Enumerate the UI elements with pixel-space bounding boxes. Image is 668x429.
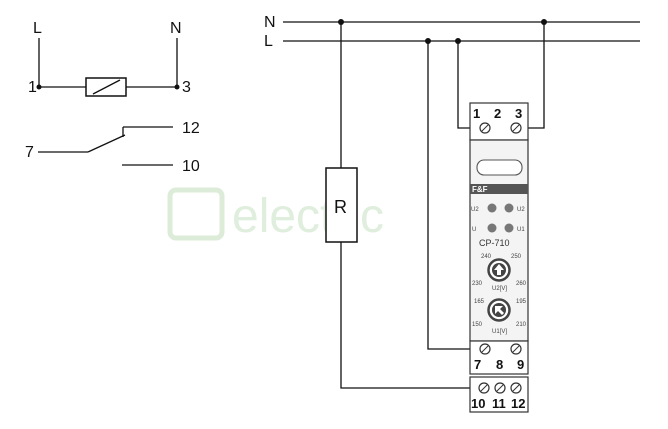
led-indicator xyxy=(504,203,514,213)
terminal-label-2: 2 xyxy=(494,106,501,121)
middle-screws xyxy=(479,343,522,355)
brand-strip xyxy=(470,184,528,194)
symbol-line-label: L xyxy=(33,20,42,37)
label-window xyxy=(476,159,523,176)
contact-terminal-10: 10 xyxy=(182,158,200,175)
scale-mark: 250 xyxy=(511,254,522,260)
supply-lines: N L xyxy=(264,14,640,50)
terminal-label-12: 12 xyxy=(511,396,525,411)
led-label-left-bottom: U xyxy=(472,227,476,233)
led-indicator xyxy=(487,223,497,233)
led-indicator xyxy=(487,203,497,213)
led-label-right-bottom: U1 xyxy=(517,227,525,233)
bottom-screws xyxy=(478,382,522,394)
terminal-label-1: 1 xyxy=(473,106,480,121)
led-label-right-top: U2 xyxy=(517,207,525,213)
contact-terminal-7: 7 xyxy=(25,144,34,161)
watermark-text: electric xyxy=(232,190,384,243)
brand-logo: F&F xyxy=(472,185,488,194)
arrow-diagonal-icon xyxy=(495,306,504,315)
wires xyxy=(340,22,545,389)
scale-mark: 260 xyxy=(516,281,527,287)
scale-mark: 165 xyxy=(474,299,485,305)
top-screws xyxy=(479,122,522,134)
scale-mark: 210 xyxy=(516,322,527,328)
terminal-label-10: 10 xyxy=(471,396,485,411)
symbol-neutral-label: N xyxy=(170,20,182,37)
coil-terminal-3: 3 xyxy=(182,79,191,96)
n-line-label: N xyxy=(264,14,276,31)
terminal-label-3: 3 xyxy=(515,106,522,121)
load-label: R xyxy=(334,197,347,217)
terminal-label-9: 9 xyxy=(517,357,524,372)
led-indicator xyxy=(504,223,514,233)
lower-knob-label: U1[V] xyxy=(492,329,507,335)
scale-mark: 230 xyxy=(472,281,483,287)
watermark: electric xyxy=(167,187,384,243)
relay-device: 1 2 3 F&F U2 U2 U U1 CP-710 240 250 230 … xyxy=(469,102,529,413)
l-line-label: L xyxy=(264,33,273,50)
upper-knob-label: U2[V] xyxy=(492,286,507,292)
terminal-label-11: 11 xyxy=(492,396,506,411)
scale-mark: 150 xyxy=(472,322,483,328)
model-label: CP-710 xyxy=(479,238,510,248)
arrow-up-icon xyxy=(494,264,504,275)
load-resistor: R xyxy=(325,167,358,243)
scale-mark: 240 xyxy=(481,254,492,260)
terminal-label-8: 8 xyxy=(496,357,503,372)
relay-symbol: L N 1 3 7 12 10 xyxy=(25,20,200,175)
coil-terminal-1: 1 xyxy=(28,79,37,96)
led-label-left-top: U2 xyxy=(471,207,479,213)
terminal-label-7: 7 xyxy=(474,357,481,372)
contact-terminal-12: 12 xyxy=(182,120,200,137)
scale-mark: 195 xyxy=(516,299,527,305)
